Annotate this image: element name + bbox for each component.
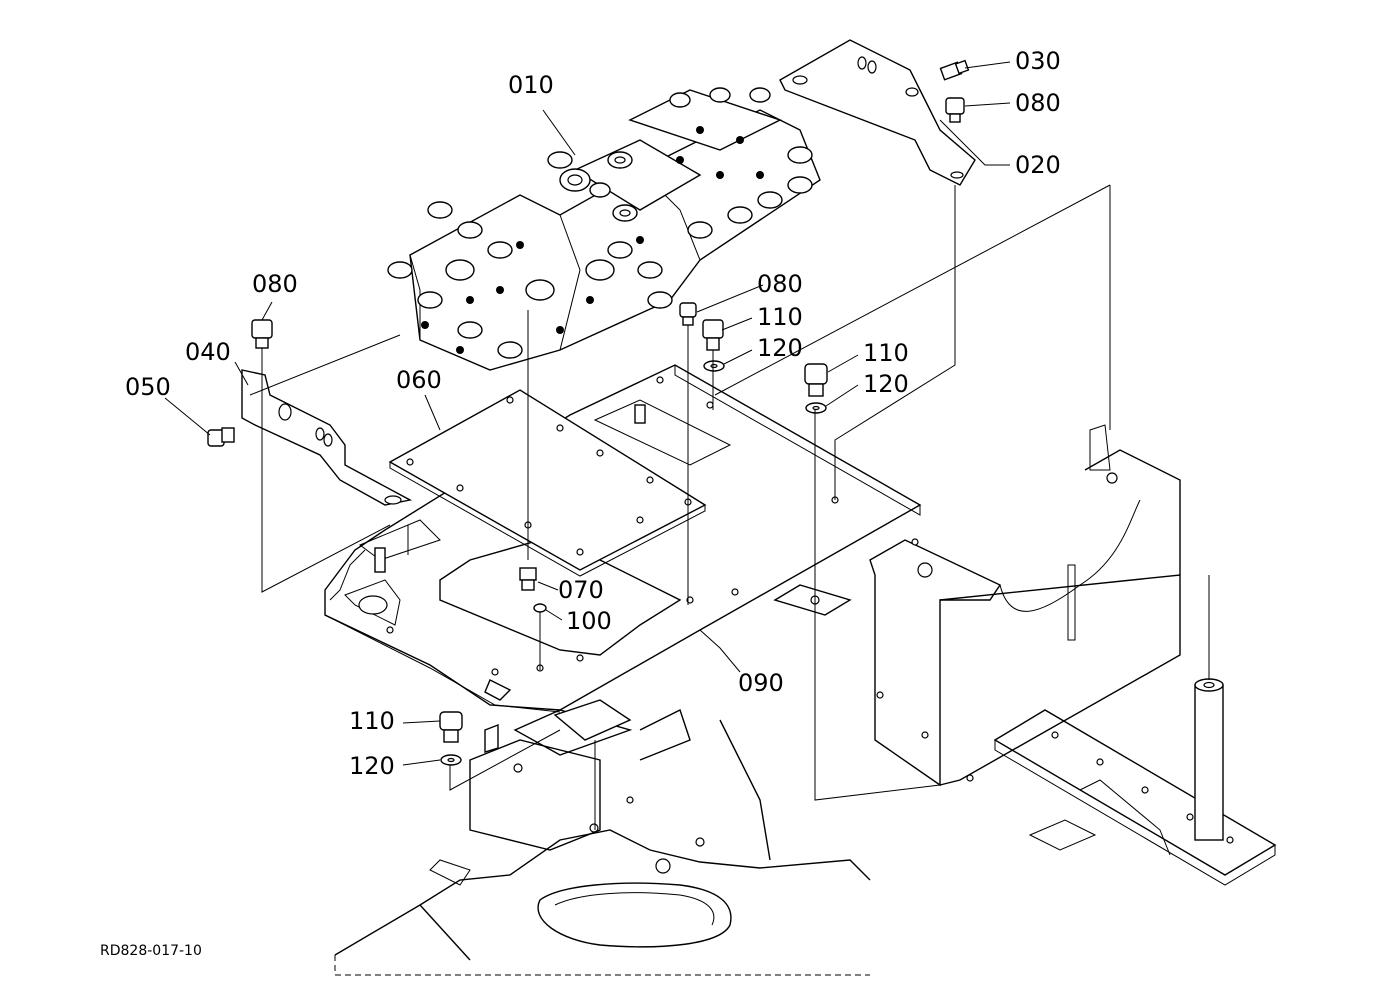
fitting-070 bbox=[519, 567, 537, 591]
callout-110-bottom: 110 bbox=[349, 707, 395, 735]
plug-110-right bbox=[804, 363, 828, 397]
assembly-lines bbox=[249, 184, 1111, 830]
callout-070: 070 bbox=[558, 576, 604, 604]
callout-120-mid: 120 bbox=[757, 334, 803, 362]
washer-120-right bbox=[805, 402, 827, 414]
plug-080-left bbox=[251, 319, 273, 349]
callout-120-bottom: 120 bbox=[349, 752, 395, 780]
callout-090: 090 bbox=[738, 669, 784, 697]
plug-080-mid bbox=[679, 302, 697, 326]
callout-100: 100 bbox=[566, 607, 612, 635]
washer-120-mid bbox=[703, 360, 725, 372]
drawing-code: RD828-017-10 bbox=[100, 943, 202, 959]
callout-050: 050 bbox=[125, 373, 171, 401]
plug-110-mid bbox=[702, 319, 724, 351]
bracket-020 bbox=[779, 39, 976, 186]
callout-120-right: 120 bbox=[863, 370, 909, 398]
plug-080-top bbox=[945, 97, 965, 123]
bolt-100 bbox=[533, 603, 547, 613]
valve-spools bbox=[387, 87, 813, 359]
side-cover-bracket bbox=[869, 424, 1181, 787]
chassis-frame bbox=[334, 709, 871, 976]
callout-030: 030 bbox=[1015, 47, 1061, 75]
callout-020: 020 bbox=[1015, 151, 1061, 179]
plug-110-bottom bbox=[439, 711, 463, 743]
support-rail bbox=[993, 575, 1277, 886]
bracket-040 bbox=[241, 369, 413, 506]
callout-080-mid: 080 bbox=[757, 270, 803, 298]
cover-plate-060 bbox=[388, 389, 707, 577]
callout-labels: 010 030 080 020 080 080 110 120 110 120 … bbox=[125, 47, 1061, 780]
base-plate-090 bbox=[324, 364, 922, 753]
bolt-050 bbox=[207, 427, 235, 447]
callout-040: 040 bbox=[185, 338, 231, 366]
callout-110-mid: 110 bbox=[757, 303, 803, 331]
control-valve-010 bbox=[387, 87, 821, 371]
callout-110-right: 110 bbox=[863, 339, 909, 367]
callout-010: 010 bbox=[508, 71, 554, 99]
callout-080-left: 080 bbox=[252, 270, 298, 298]
washer-120-bottom bbox=[440, 754, 462, 766]
callout-060: 060 bbox=[396, 366, 442, 394]
valve-fittings bbox=[421, 126, 764, 354]
leader-lines bbox=[164, 61, 1011, 766]
callout-080-top: 080 bbox=[1015, 89, 1061, 117]
bolt-030 bbox=[939, 59, 970, 81]
